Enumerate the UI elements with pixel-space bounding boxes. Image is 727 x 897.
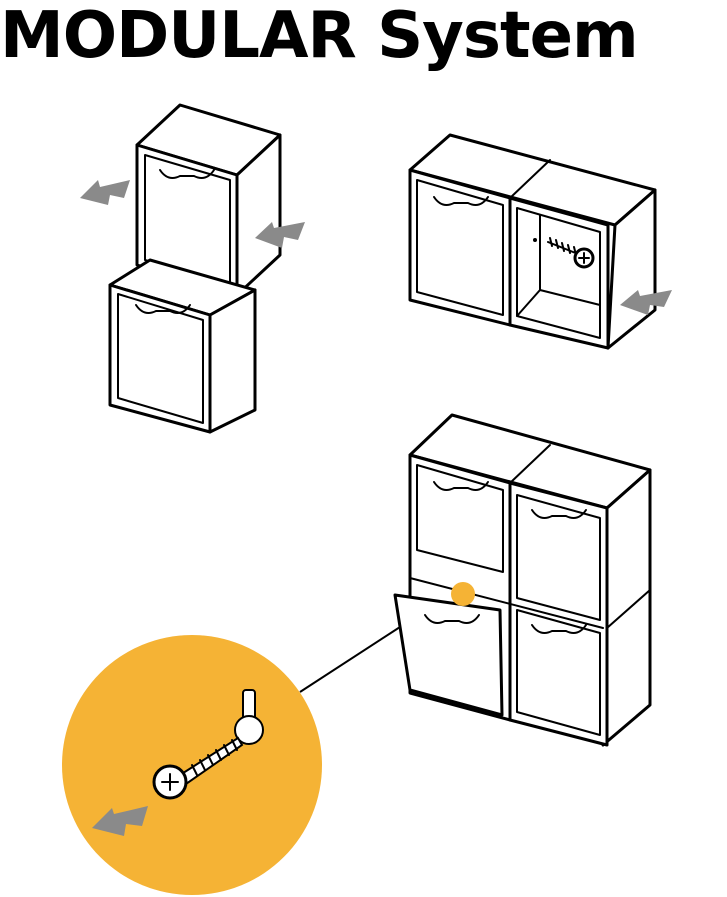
step-3-grid [393,413,652,747]
page-title: MODULAR System [0,0,639,73]
lower-cube [108,258,257,434]
detail-callout [62,626,401,895]
arrow-icon [80,180,130,205]
arrow-icon [255,222,305,248]
arrow-icon [620,290,672,315]
mount-point-marker [451,582,475,606]
arrow-icon [92,806,148,836]
step-1-stack [80,103,305,434]
keyhole-icon [234,689,264,745]
open-door [393,593,504,717]
screw-icon [152,736,244,800]
step-2-side-by-side [408,133,672,350]
upper-cube [135,103,282,297]
screw-icon [533,237,595,269]
